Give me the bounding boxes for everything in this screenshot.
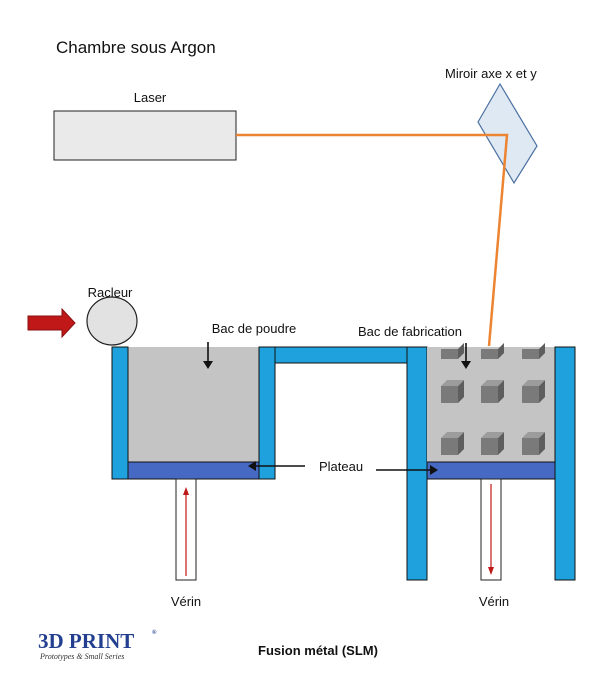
cube-front (441, 386, 458, 403)
logo-registered: ® (152, 629, 157, 636)
printed-cube (481, 343, 504, 359)
piston-left-arrowhead (183, 487, 189, 495)
cube-side (498, 380, 504, 403)
cube-front (441, 349, 458, 359)
piston-right-label: Vérin (479, 594, 509, 609)
chamber-title: Chambre sous Argon (56, 38, 216, 57)
printed-cube (522, 343, 545, 359)
printed-cube (441, 343, 464, 359)
cube-side (458, 432, 464, 455)
recoater-roller (86, 296, 138, 346)
laser-label: Laser (134, 90, 167, 105)
build-plate (426, 461, 556, 480)
cube-front (441, 438, 458, 455)
powder-fill (128, 347, 259, 462)
recoater-push-arrow (27, 307, 76, 339)
powder-bin-label: Bac de poudre (212, 321, 297, 336)
cube-front (522, 438, 539, 455)
build-bin-right-wall (554, 346, 576, 581)
recoater-label: Racleur (88, 285, 133, 300)
cube-top (481, 432, 504, 438)
mirror-label: Miroir axe x et y (445, 66, 537, 81)
cube-top (441, 380, 464, 386)
laser-box (53, 110, 237, 161)
cube-top (522, 432, 545, 438)
diagram-caption: Fusion métal (SLM) (258, 643, 378, 658)
cube-side (458, 380, 464, 403)
printed-cube (441, 432, 464, 455)
cube-top (522, 380, 545, 386)
svg-text:3D PRINT: 3D PRINT (38, 629, 134, 653)
piston-left-label: Vérin (171, 594, 201, 609)
cube-side (539, 343, 545, 359)
cube-side (539, 432, 545, 455)
powder-bin-left-wall (111, 346, 129, 480)
powder-bin-arrowhead (203, 361, 213, 369)
bridge-wall (274, 346, 408, 364)
printed-cube (481, 432, 504, 455)
build-bin-left-wall (406, 346, 428, 581)
printed-parts (441, 343, 545, 455)
powder-plate (127, 461, 260, 480)
cube-side (498, 343, 504, 359)
logo-3d: 3D (38, 629, 64, 653)
powder-bin-right-wall (258, 346, 276, 480)
printed-cube (481, 380, 504, 403)
cube-side (498, 432, 504, 455)
cube-front (481, 386, 498, 403)
cube-side (458, 343, 464, 359)
cube-top (441, 432, 464, 438)
cube-top (481, 380, 504, 386)
cube-front (481, 349, 498, 359)
printed-cube (522, 380, 545, 403)
logo-tagline: Prototypes & Small Series (39, 652, 124, 661)
printed-cube (522, 432, 545, 455)
printed-cube (441, 380, 464, 403)
cube-front (522, 349, 539, 359)
cube-side (539, 380, 545, 403)
plate-arrowhead-right (430, 465, 438, 475)
mirror (477, 82, 538, 185)
cube-front (522, 386, 539, 403)
plate-label: Plateau (319, 459, 363, 474)
build-bin-label: Bac de fabrication (358, 324, 462, 339)
plate-arrowhead-left (248, 461, 256, 471)
logo-3d-print: 3D PRINT ® Prototypes & Small Series (38, 629, 157, 661)
piston-right-arrowhead (488, 567, 494, 575)
build-bin-arrowhead (461, 361, 471, 369)
cube-front (481, 438, 498, 455)
logo-print: PRINT (64, 629, 135, 653)
laser-beam (236, 133, 509, 347)
